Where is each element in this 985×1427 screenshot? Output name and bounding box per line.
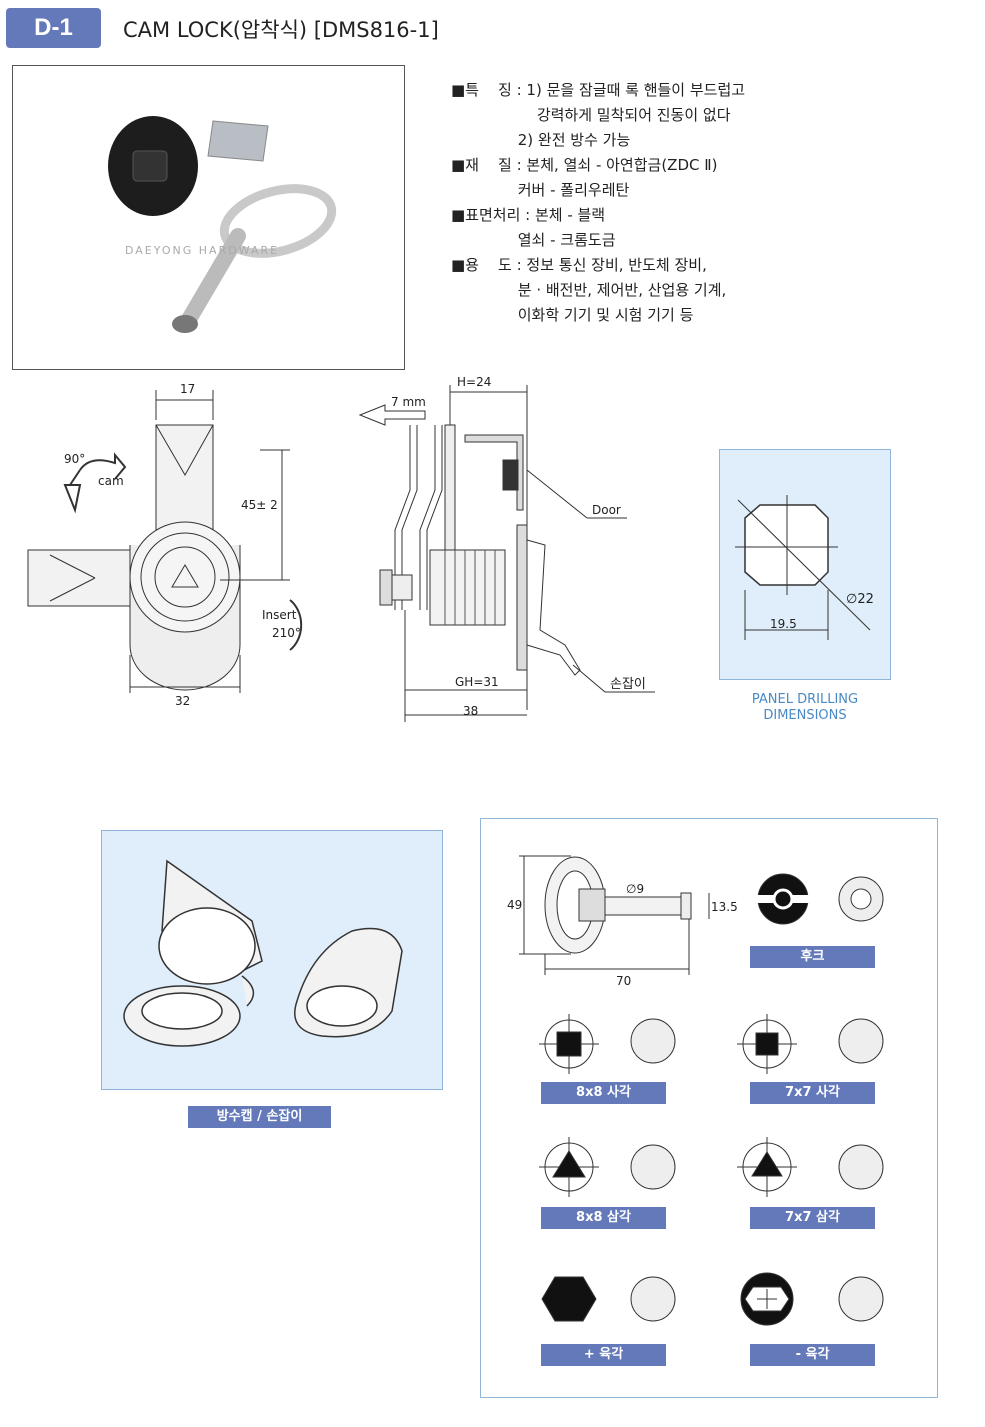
offset-7mm: 7 mm — [391, 395, 426, 409]
type-label-plus-hex: + 육각 — [541, 1344, 666, 1366]
dim-gh31: GH=31 — [455, 675, 499, 689]
caption-line: PANEL DRILLING — [751, 692, 859, 707]
type-label-minus-hex: - 육각 — [750, 1344, 875, 1366]
panel-cutout: 19.5 ∅22 — [735, 495, 874, 640]
insert-angle: 210° — [272, 626, 301, 640]
cam-label: cam — [98, 474, 124, 488]
type-label-7x7-square: 7x7 사각 — [750, 1082, 875, 1104]
dim-70: 70 — [616, 974, 631, 988]
spec-line: ■특 징 : 1) 문을 잠글때 록 핸들이 부드럽고 — [451, 81, 746, 99]
dim-17: 17 — [180, 382, 195, 396]
panel-drilling-caption: PANEL DRILLING DIMENSIONS — [719, 692, 891, 724]
type-label-hook: 후크 — [750, 946, 875, 968]
dim-dia-22: ∅22 — [846, 592, 874, 607]
handle-label: 손잡이 — [610, 677, 646, 692]
dim-h24: H=24 — [457, 375, 491, 389]
spec-line: 분 · 배전반, 제어반, 산업용 기계, — [451, 281, 727, 299]
spec-line: ■표면처리 : 본체 - 블랙 — [451, 206, 606, 224]
caption-line: DIMENSIONS — [763, 708, 847, 723]
rotation-90: 90° — [64, 452, 85, 466]
page-title: CAM LOCK(압착식) [DMS816-1] — [123, 18, 439, 42]
front-view-drawing: 17 45± 2 90° cam Insert 210° 32 — [27, 382, 303, 708]
type-label-7x7-triangle: 7x7 삼각 — [750, 1207, 875, 1229]
dim-38: 38 — [463, 704, 478, 718]
key-drawings: 49 ∅9 13.5 70 — [507, 855, 884, 1326]
side-view-drawing: H=24 7 mm Door 손잡이 GH=31 38 — [358, 375, 655, 722]
spec-line: 이화학 기기 및 시험 기기 등 — [451, 306, 694, 324]
insert-label: Insert — [262, 608, 297, 622]
type-label-8x8-square: 8x8 사각 — [541, 1082, 666, 1104]
door-label: Door — [592, 503, 621, 517]
cap-handle-drawing — [123, 859, 403, 1047]
spec-list: ■특 징 : 1) 문을 잠글때 록 핸들이 부드럽고 강력하게 밀착되어 진동… — [451, 78, 745, 328]
spec-line: 강력하게 밀착되어 진동이 없다 — [451, 106, 731, 124]
cap-handle-label: 방수캡 / 손잡이 — [188, 1106, 331, 1128]
spec-line: 2) 완전 방수 가능 — [451, 131, 631, 149]
spec-line: ■재 질 : 본체, 열쇠 - 아연합금(ZDC Ⅱ) — [451, 156, 718, 174]
spec-line: 열쇠 - 크롬도금 — [451, 231, 616, 249]
dim-13-5: 13.5 — [711, 900, 738, 914]
product-photo: DAEYONG HARDWARE — [12, 65, 405, 370]
product-code-badge: D-1 — [6, 8, 101, 48]
cam-lock-photo-illustration: DAEYONG HARDWARE — [108, 116, 337, 333]
dim-19-5: 19.5 — [770, 617, 797, 631]
type-label-8x8-triangle: 8x8 삼각 — [541, 1207, 666, 1229]
spec-line: ■용 도 : 정보 통신 장비, 반도체 장비, — [451, 256, 707, 274]
panel-drilling-diagram: 19.5 ∅22 — [719, 449, 891, 680]
key-types-panel: 49 ∅9 13.5 70 — [480, 818, 938, 1398]
waterproof-cap-illustration — [101, 830, 443, 1090]
dim-49: 49 — [507, 898, 522, 912]
dim-32: 32 — [175, 694, 190, 708]
dim-dia-9: ∅9 — [626, 882, 644, 896]
watermark-text: DAEYONG HARDWARE — [125, 244, 279, 257]
spec-line: 커버 - 폴리우레탄 — [451, 181, 630, 199]
dim-45: 45± 2 — [241, 498, 278, 512]
cylinder-icons — [630, 876, 884, 1322]
